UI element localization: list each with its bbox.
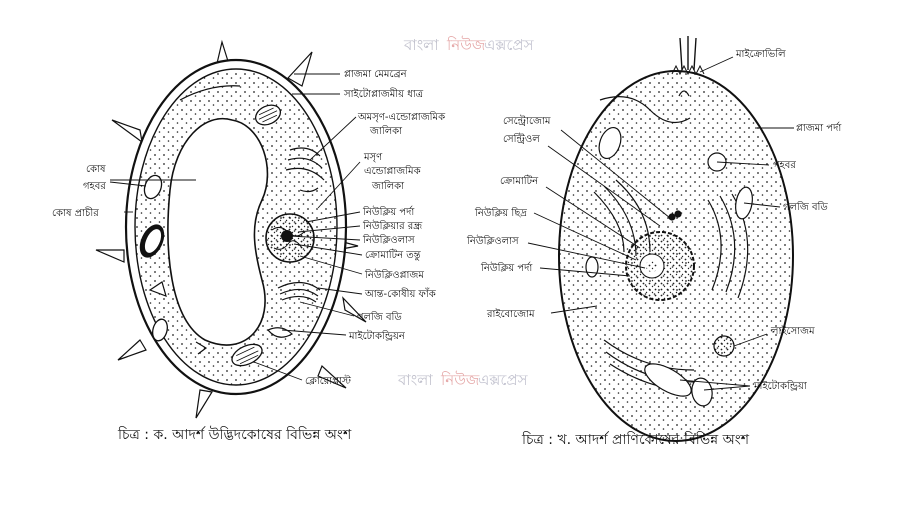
cell-wall-spikes [95,39,367,419]
watermark-part1: বাংলা [397,371,433,389]
label-golgi: গলজি বডি [357,311,402,323]
label-centrosome: সেন্ট্রোজোম [503,115,551,127]
label-golgi: গলজি বডি [783,201,828,213]
label-chloroplast: ক্লোরোপ্লাস্ট [305,374,352,387]
plant-caption: চিত্র : ক. আদর্শ উদ্ভিদকোষের বিভিন্ন অংশ [117,426,352,443]
central-vacuole [167,117,269,346]
label-plasma-membrane: প্লাজমা পর্দা [796,122,842,134]
plant-nucleus [265,213,315,263]
animal-organelles [585,90,753,407]
label-mitochondria: মাইটোকন্ড্রিয়া [753,379,808,392]
plant-cell: প্লাজমা মেমব্রেন সাইটোপ্লাজমীয় ধাত্র অম… [52,39,446,443]
label-rough-er: অমসৃণ-এন্ডোপ্লাজমিক [357,111,446,123]
label-nucleolus: নিউক্লিওলাস [362,233,415,246]
animal-nucleus [625,231,695,301]
label-centriole: সেন্ট্রিওল [503,133,540,145]
label-cytoplasm: সাইটোপ্লাজমীয় ধাত্র [343,87,424,100]
animal-labels: মাইক্রোভিলি সেন্ট্রোজোম সেন্ট্রিওল ক্রোম… [466,48,842,392]
label-nuclear-membrane: নিউক্লিয় পর্দা [480,261,533,274]
watermark-bottom: বাংলা নিউজ এক্সপ্রেস [397,371,529,389]
label-chromatin: ক্রোমাটিন [500,174,539,187]
label-lysosome: লাইসোজম [770,325,815,337]
label-microvilli: মাইক্রোভিলি [735,48,786,60]
label-intercellular-space: আন্ত-কোষীয় ফাঁক [364,287,437,300]
label-vacuole-2: গহবর [83,181,106,192]
label-smooth-er: মসৃণ [363,152,383,163]
watermark-part3: এক্সপ্রেস [484,36,535,54]
label-rough-er-2: জালিকা [369,125,403,137]
label-nuclear-membrane: নিউক্লিয় পর্দা [362,205,415,218]
animal-caption: চিত্র : খ. আদর্শ প্রাণিকোষের বিভিন্ন অংশ [521,431,750,448]
label-nuclear-pore: নিউক্লিয়ার রন্ধ্র [362,219,423,232]
label-nucleoplasm: নিউক্লিওপ্লাজম [364,268,424,281]
label-cell-wall: কোষ প্রাচীর [52,206,99,219]
label-ribosome: রাইবোজোম [486,308,535,320]
animal-cell: মাইক্রোভিলি সেন্ট্রোজোম সেন্ট্রিওল ক্রোম… [466,36,842,448]
watermark-part2: নিউজ [440,371,480,389]
watermark-top: বাংলা নিউজ এক্সপ্রেস [403,36,535,54]
label-nuclear-pore: নিউক্লিয় ছিদ্র [474,206,527,219]
watermark-part1: বাংলা [403,36,439,54]
watermark-part3: এক্সপ্রেস [478,371,529,389]
label-smooth-er-3: জালিকা [371,180,405,192]
label-vacuole: গহবর [773,160,796,171]
label-smooth-er-2: এন্ডোপ্লাজমিক [364,165,422,177]
label-plasma-membrane: প্লাজমা মেমব্রেন [344,69,408,80]
chloroplasts [139,104,282,367]
label-mitochondria: মাইটোকন্ড্রিয়ন [348,329,406,342]
label-nucleolus: নিউক্লিওলাস [466,234,519,247]
microvilli [671,36,705,76]
watermark-part2: নিউজ [446,36,486,54]
label-vacuole: কোষ [86,164,106,175]
animal-leader-lines [527,56,794,391]
label-chromatin: ক্রোমাটিন তন্তু [365,248,422,261]
plant-leader-lines [109,73,363,381]
plant-labels: প্লাজমা মেমব্রেন সাইটোপ্লাজমীয় ধাত্র অম… [52,69,446,387]
